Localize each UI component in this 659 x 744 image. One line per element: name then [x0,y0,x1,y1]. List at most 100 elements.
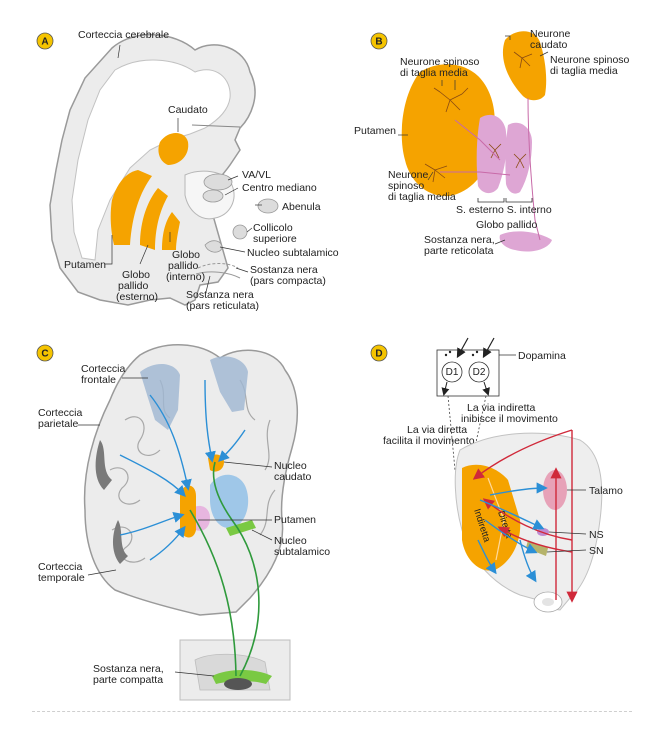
label-putamen-c: Putamen [274,514,316,526]
label-snc-1: Sostanza nera [250,264,318,276]
putamen-axon-1 [454,119,501,161]
caudate-axon [527,97,541,241]
label-gp-segments: S. esterno S. interno [456,204,552,216]
gp-bracket [477,198,533,203]
putamen-body [401,64,495,197]
label-vavl: VA/VL [242,169,271,181]
label-caudate: Caudato [168,104,208,116]
label-snr-1: Sostanza nera [186,289,254,301]
caudate-neuron-body [502,31,547,101]
frontal-cortex-region [140,364,180,430]
label-colliculus-1: Collicolo [253,222,293,234]
label-direct-2: facilita il movimento [383,435,475,447]
caudate-nucleus [158,133,189,165]
label-msn-bottom-2: spinoso [388,180,424,192]
label-gp-ext-3: (esterno) [116,291,158,303]
label-snr-1: Sostanza nera, [424,234,495,246]
putamen [110,170,152,245]
label-gp: Globo pallido [476,219,537,231]
label-ns: NS [589,529,604,541]
label-parietal-1: Corteccia [38,407,83,419]
label-msn-bottom-1: Neurone [388,169,428,181]
spinal-cord-section [533,591,563,613]
panel-b: B Neuro [354,28,630,257]
bottom-divider [32,711,632,712]
snr-body [499,231,552,252]
nigra-dark-core [224,678,252,690]
globus-pallidus-internal [162,212,180,250]
label-subthalamic: Nucleo subtalamico [247,247,339,259]
panel-letter-badge-c [36,344,54,362]
label-snc-2: (pars compacta) [250,275,326,287]
label-snc-1: Sostanza nera, [93,663,164,675]
vavl-nucleus [203,173,233,191]
label-gp-int-3: (interno) [166,271,205,283]
sulcus-dark-2 [113,520,128,564]
label-frontal-1: Corteccia [81,363,126,375]
subthalamic-c [226,520,256,536]
habenula [257,198,279,214]
panel-b-leaders [398,35,549,245]
label-thalamus: Talamo [589,485,623,497]
label-d2: D2 [473,367,486,378]
d1-receptor [441,361,463,383]
white-matter [71,59,231,261]
globus-pallidus-external [140,188,168,250]
label-indirect-2: inibisce il movimento [461,413,558,425]
panel-a: A [36,29,339,312]
corticostriatal-paths [119,379,246,561]
centromedian-nucleus [202,189,224,203]
panel-c-leaders [78,377,273,677]
parietal-cortex-region [210,356,248,412]
label-cortex: Corteccia cerebrale [78,29,169,41]
striatum-d [462,464,521,571]
putamen-axon-2 [440,171,511,176]
thalamus-d [543,470,567,510]
label-habenula: Abenula [282,201,321,213]
label-snc-2: parte compatta [93,674,163,686]
label-gp-ext-1: Globo [122,269,150,281]
neuron-dendrites [424,51,533,183]
sulcus-dark-1 [95,440,112,490]
label-gp-int-1: Globo [172,249,200,261]
dotted-guide-2 [469,395,487,471]
label-msn-right-2: di taglia media [550,65,618,77]
label-frontal-2: frontale [81,374,116,386]
label-msn-top-1: Neurone spinoso [400,56,480,68]
dotted-guide-1 [447,395,456,471]
panel-d: D D1 D2 Dopamina La via indiretta inibis… [370,337,623,613]
nigrostriatal-path [189,461,260,677]
dopamine-arrow-2 [482,337,495,359]
substantia-nigra-reticulata [195,271,241,279]
striatum-divider [487,477,505,561]
label-msn-right-1: Neurone spinoso [550,54,630,66]
panel-a-leaders [105,44,262,293]
label-gp-ext-2: pallido [118,280,149,292]
label-sn: SN [589,545,604,557]
panel-letter-badge-d [370,344,388,362]
panel-c: C [36,344,330,701]
label-temporal-2: temporale [38,572,85,584]
dopamine-arrow-1 [456,337,469,359]
label-msn-bottom-3: di taglia media [388,191,456,203]
label-temporal-1: Corteccia [38,561,83,573]
label-caudate-2: caudato [274,471,312,483]
label-caudate-neuron-2: caudato [530,39,568,51]
panel-letter-badge-b [370,32,388,50]
label-snr-2: (pars reticulata) [186,300,259,312]
panel-letter-b: B [375,37,382,48]
superior-colliculus [232,224,248,240]
dopamine-dots [444,350,479,357]
label-dopamine: Dopamina [518,350,566,362]
label-parietal-2: parietale [38,418,78,430]
label-subthalamic-2: subtalamico [274,546,330,558]
label-putamen: Putamen [354,125,396,137]
label-msn-top-2: di taglia media [400,67,468,79]
panel-letter-c: C [41,349,48,360]
d1-output-arrow [441,381,450,396]
panel-letter-badge-a [36,32,54,50]
label-subthalamic-1: Nucleo [274,535,307,547]
subthalamic-nucleus [204,240,223,253]
panel-letter-a: A [41,37,48,48]
